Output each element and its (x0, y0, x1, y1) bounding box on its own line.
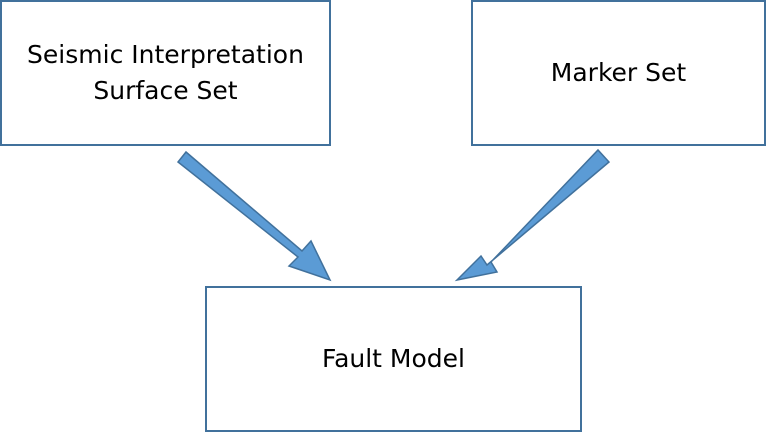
node-fault-model: Fault Model (205, 286, 582, 432)
arrow-marker-to-fault (454, 148, 611, 282)
node-marker-set: Marker Set (471, 0, 766, 146)
node-label: Marker Set (551, 55, 686, 91)
node-label-line: Surface Set (93, 76, 238, 105)
node-seismic-interpretation-surface-set: Seismic Interpretation Surface Set (0, 0, 331, 146)
node-label-line: Marker Set (550, 57, 687, 87)
node-label-line: Fault Model (321, 343, 465, 373)
arrow-seismic-to-fault (176, 150, 332, 282)
node-label: Seismic Interpretation Surface Set (27, 37, 304, 110)
node-label-line: Seismic Interpretation (27, 39, 304, 69)
node-label: Fault Model (322, 341, 465, 377)
